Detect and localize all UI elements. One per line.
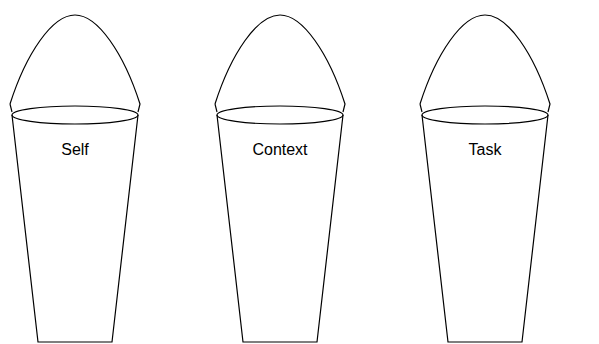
bucket-node: Context: [213, 12, 347, 344]
handle-end: [215, 104, 217, 112]
bucket-node: Self: [8, 12, 142, 344]
bucket-outline: [213, 12, 347, 344]
bucket-handle: [10, 15, 140, 112]
bucket-label: Self: [28, 140, 122, 160]
bucket-outline: [8, 12, 142, 344]
handle-end: [420, 104, 422, 112]
bucket-label: Task: [438, 140, 532, 160]
bucket-body: [217, 115, 343, 342]
bucket-outline: [418, 12, 552, 344]
bucket-handle: [420, 15, 550, 112]
bucket-handle: [215, 15, 345, 112]
bucket-rim: [422, 106, 548, 124]
handle-end: [10, 104, 12, 112]
bucket-rim: [217, 106, 343, 124]
bucket-label: Context: [233, 140, 327, 160]
bucket-rim: [12, 106, 138, 124]
bucket-node: Task: [418, 12, 552, 344]
bucket-body: [12, 115, 138, 342]
bucket-body: [422, 115, 548, 342]
